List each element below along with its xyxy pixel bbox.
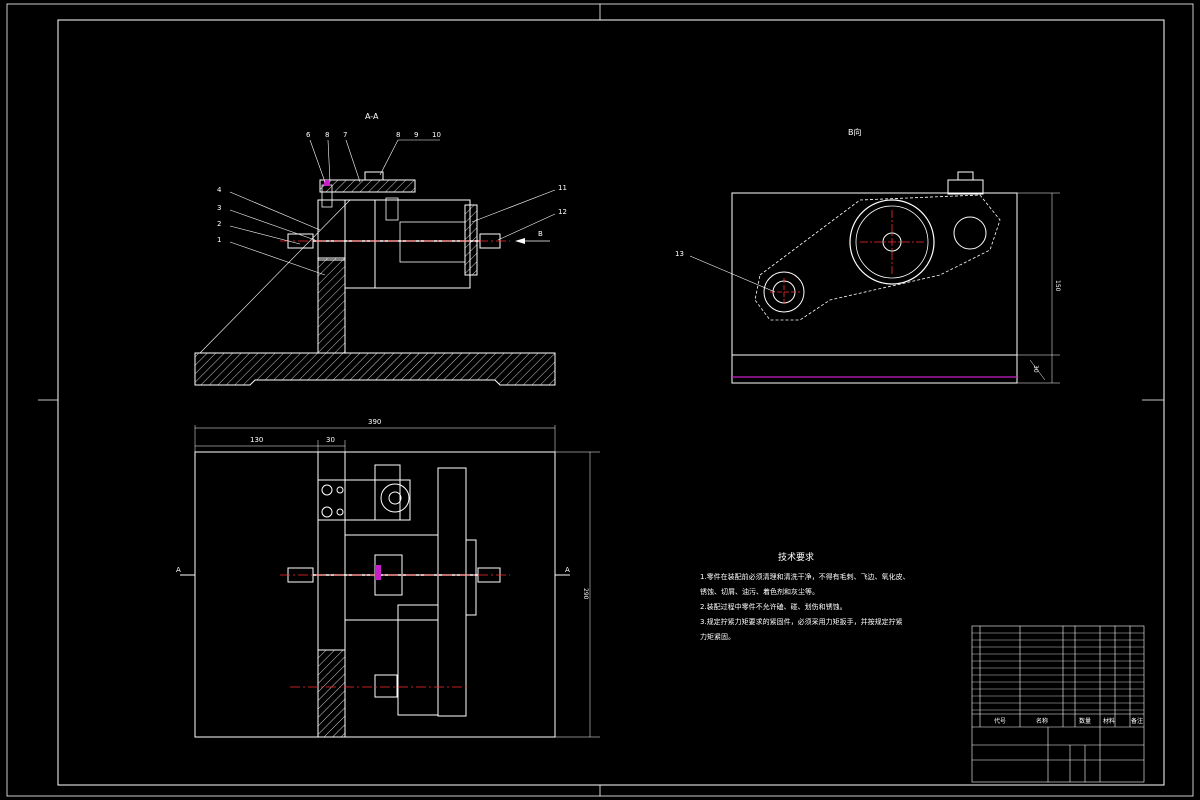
part-number: 12 [558, 208, 567, 216]
title-block-qty-header: 数量 [1079, 718, 1092, 725]
title-block-note-header: 备注 [1131, 718, 1144, 725]
part-number: 7 [343, 131, 348, 139]
tech-requirement-line: 3.规定拧紧力矩要求的紧固件，必须采用力矩扳手，并按规定拧紧 [700, 618, 903, 626]
part-number: 13 [675, 250, 684, 258]
dimension-total-width: 390 [368, 418, 382, 426]
part-number: 1 [217, 236, 222, 244]
part-number: 3 [217, 204, 222, 212]
tech-requirement-line: 力矩紧固。 [700, 633, 735, 641]
title-block-code-header: 代号 [994, 718, 1007, 725]
title-block [971, 625, 1145, 783]
section-view-a-a [194, 139, 556, 386]
part-number: 2 [217, 220, 222, 228]
part-number: 6 [306, 131, 311, 139]
title-block-material-header: 材料 [1103, 718, 1116, 725]
tech-requirement-line: 2.装配过程中零件不允许磕、碰、划伤和锈蚀。 [700, 603, 847, 611]
title-block-rows [972, 632, 1144, 711]
tech-requirement-line: 锈蚀、切屑、油污、着色剂和灰尘等。 [700, 588, 819, 596]
technical-requirements: 技术要求 1.零件在装配前必须清理和清洗干净，不得有毛刺、飞边、氧化皮、 锈蚀、… [700, 551, 950, 645]
dimension-side-height: 150 [1054, 280, 1061, 292]
dimension-a: 130 [250, 436, 264, 444]
side-view-b [689, 171, 1060, 384]
arrow-b-label: B [538, 230, 543, 238]
part-number: 8 [396, 131, 401, 139]
title-block-name-header: 名称 [1036, 718, 1049, 725]
dimension-side-small: 30 [1032, 365, 1039, 373]
tech-requirements-title: 技术要求 [778, 553, 815, 563]
part-number: 10 [432, 131, 441, 139]
section-mark-right: A [565, 566, 570, 574]
plan-view [180, 425, 600, 738]
part-number: 4 [217, 186, 222, 194]
section-view-title: A-A [365, 112, 379, 121]
outer-frame [6, 3, 1194, 797]
dimension-height-right: 290 [582, 588, 589, 600]
inner-frame [57, 19, 1165, 786]
tech-requirement-line: 1.零件在装配前必须清理和清洗干净，不得有毛刺、飞边、氧化皮、 [700, 573, 910, 581]
part-number: 11 [558, 184, 567, 192]
dimension-b: 30 [326, 436, 335, 444]
section-mark-left: A [176, 566, 181, 574]
side-view-title: B向 [848, 128, 862, 137]
part-number: 8 [325, 131, 330, 139]
part-number: 9 [414, 131, 419, 139]
